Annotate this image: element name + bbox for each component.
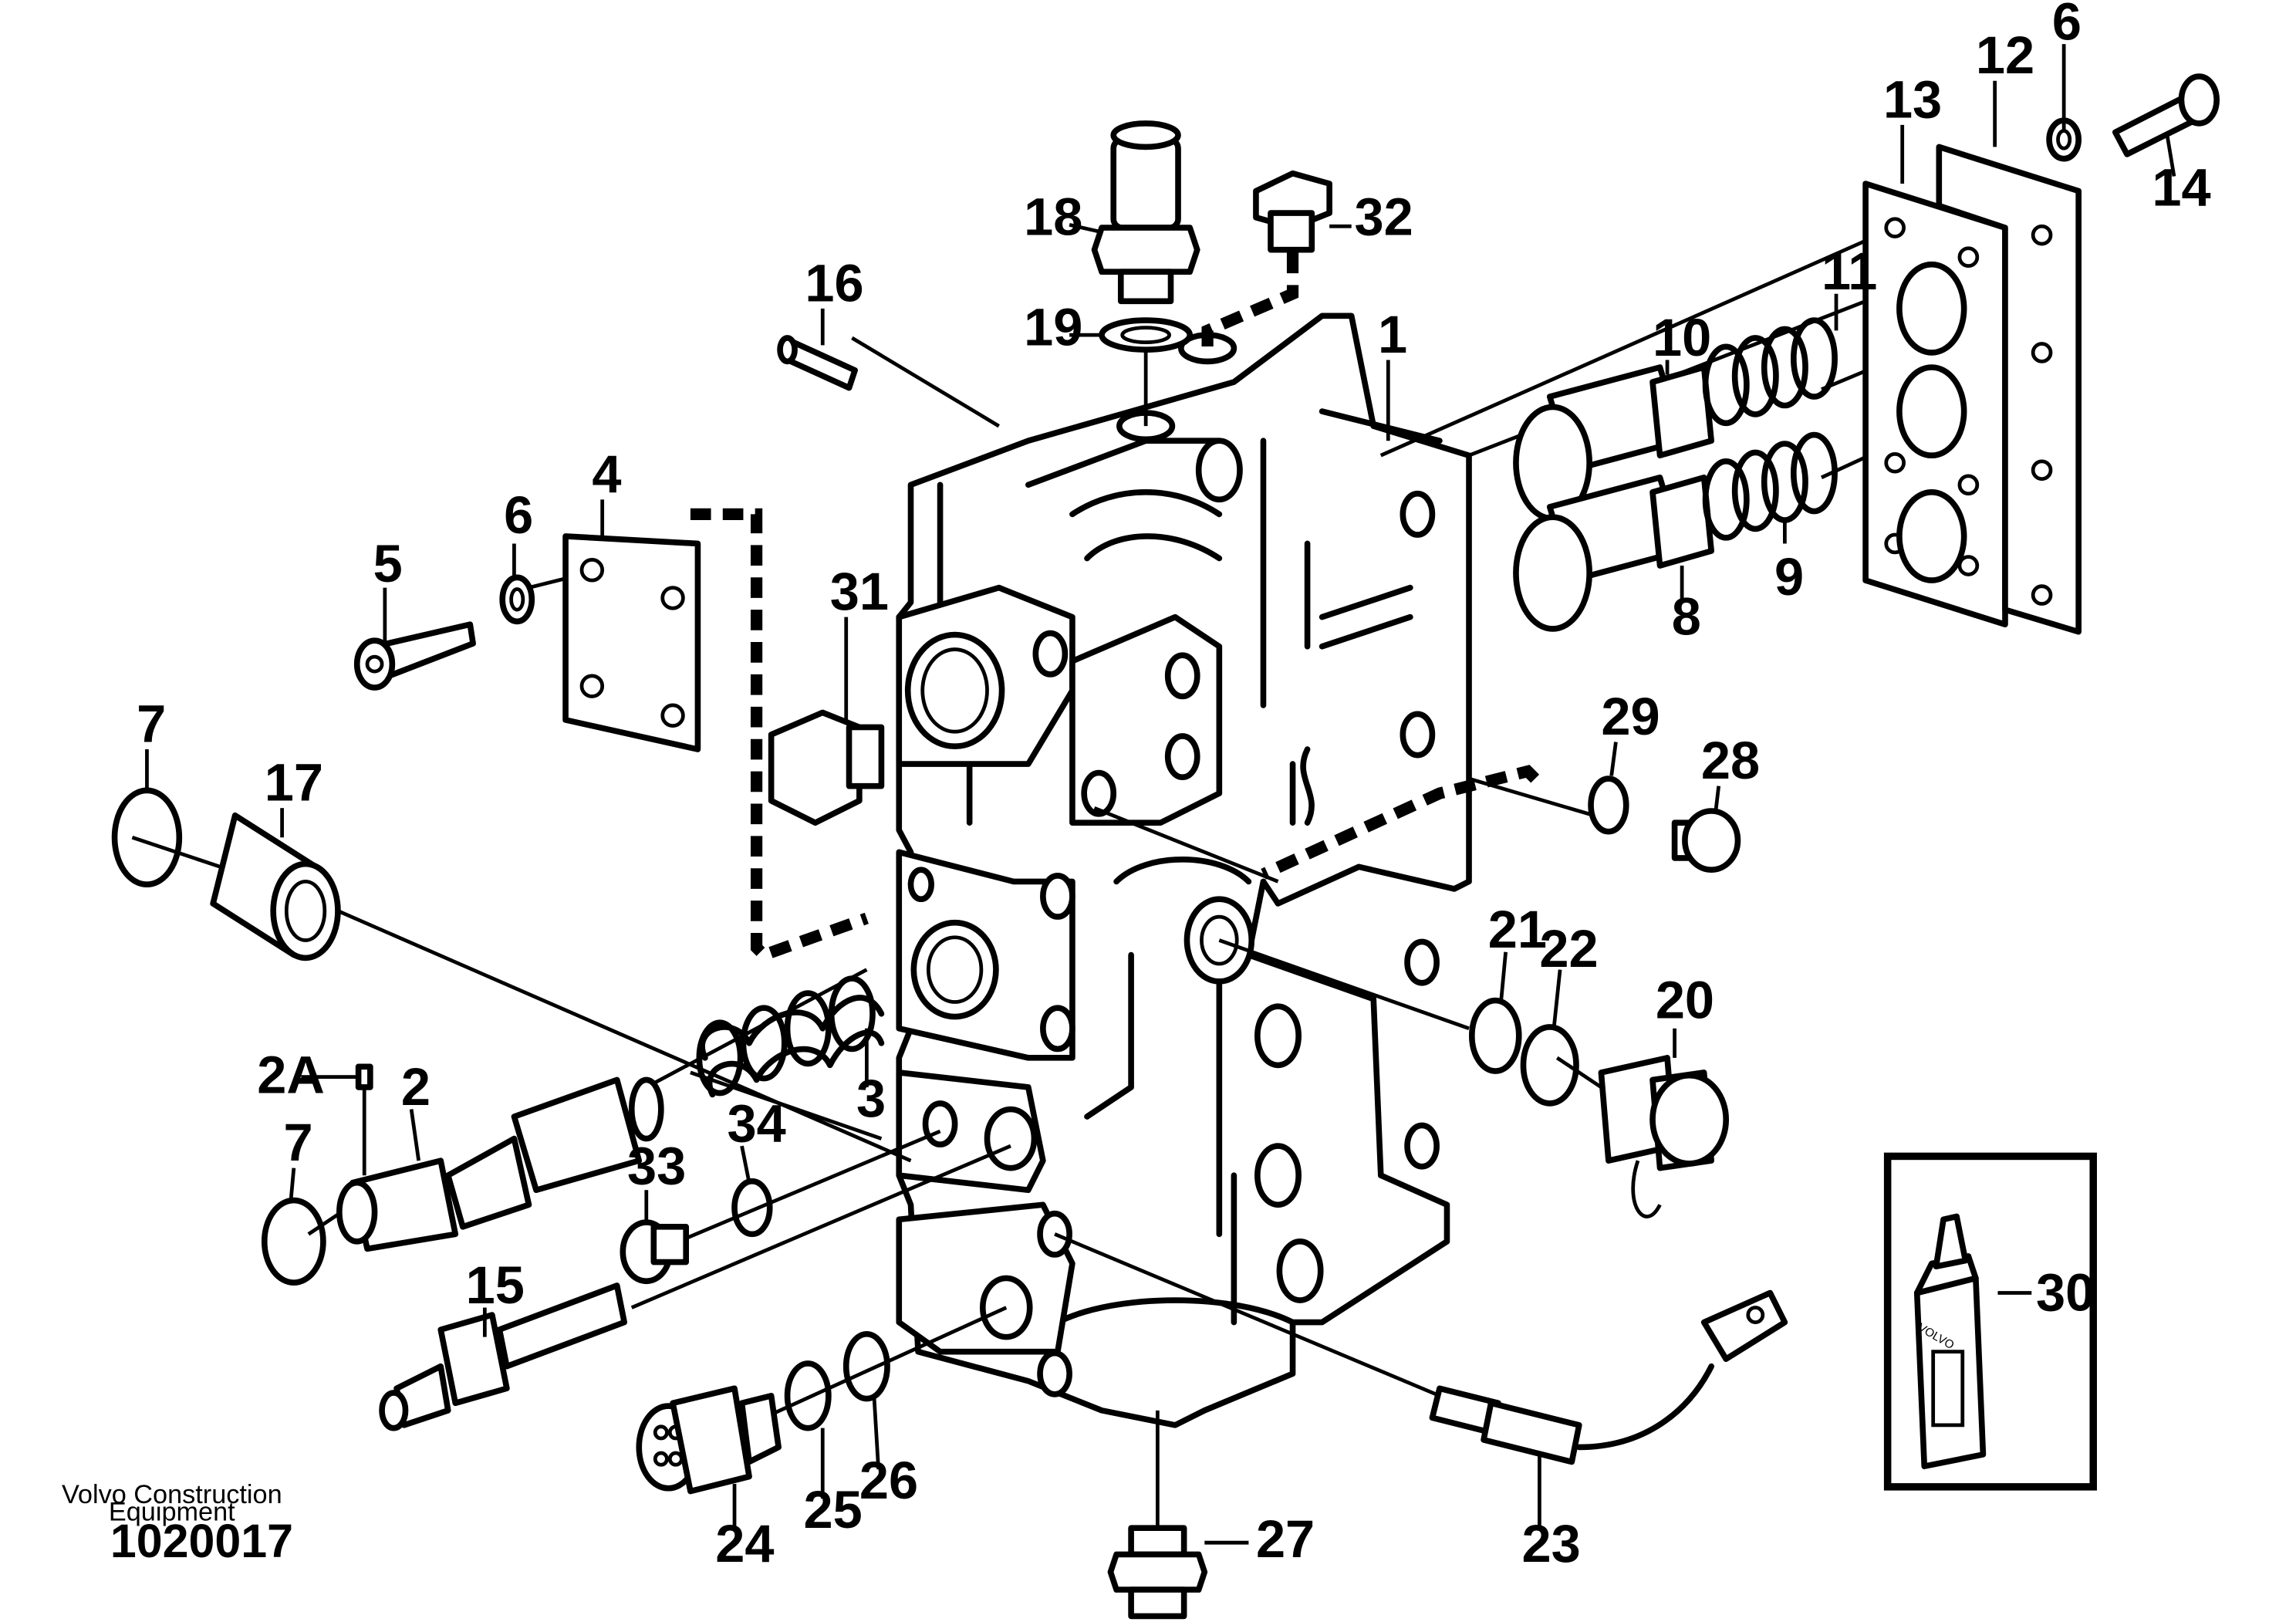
label-part-4: 4 xyxy=(592,444,621,504)
sealant-box-part-30: VOLVO xyxy=(1883,1152,2097,1491)
o-ring-part-21 xyxy=(1469,997,1522,1074)
footer: Volvo Construction Equipment 1020017 xyxy=(62,1480,293,1567)
label-part-23: 23 xyxy=(1522,1514,1581,1573)
label-part-13: 13 xyxy=(1883,69,1942,129)
valve-housing-part-1 xyxy=(896,313,1472,1428)
sensor-part-15 xyxy=(379,1282,628,1431)
o-ring-part-7-upper xyxy=(111,787,183,888)
label-part-31: 31 xyxy=(830,562,889,621)
label-part-25: 25 xyxy=(804,1480,863,1539)
label-part-20: 20 xyxy=(1656,970,1714,1029)
cover-plate-part-4 xyxy=(562,533,701,752)
label-part-29: 29 xyxy=(1601,687,1660,746)
sensor-part-24 xyxy=(636,1385,782,1495)
label-part-7-bottom: 7 xyxy=(284,1113,313,1172)
company-name-line1: Volvo Construction xyxy=(62,1480,282,1509)
label-part-1: 1 xyxy=(1378,305,1407,364)
piston-part-10 xyxy=(1513,364,1714,522)
plug-part-32 xyxy=(1253,170,1332,253)
label-part-8: 8 xyxy=(1672,587,1701,647)
washer-part-6-left xyxy=(499,574,535,625)
label-part-3: 3 xyxy=(856,1069,886,1128)
label-part-21: 21 xyxy=(1488,900,1547,959)
sensor-part-23 xyxy=(1429,1289,1788,1465)
nipple-part-18 xyxy=(1091,120,1200,305)
plug-part-31 xyxy=(768,709,885,826)
o-ring-part-7-lower xyxy=(261,1197,326,1286)
o-ring-part-29 xyxy=(1588,776,1629,835)
sleeve-part-17 xyxy=(210,812,341,961)
label-part-30: 30 xyxy=(2036,1262,2095,1322)
label-part-34: 34 xyxy=(728,1093,786,1153)
spring-part-11 xyxy=(1702,317,1838,427)
plug-part-28 xyxy=(1671,808,1741,873)
label-part-7-top: 7 xyxy=(137,694,166,754)
washer-part-19 xyxy=(1099,317,1194,353)
label-part-12: 12 xyxy=(1976,25,2034,85)
screw-part-14 xyxy=(2112,73,2220,157)
label-part-32: 32 xyxy=(1355,188,1413,247)
label-part-18: 18 xyxy=(1024,188,1082,247)
spool-part-2 xyxy=(336,1076,664,1252)
spring-part-9 xyxy=(1702,431,1838,541)
o-ring-part-26 xyxy=(842,1331,890,1402)
label-part-2a: 2A xyxy=(257,1046,325,1105)
label-part-11: 11 xyxy=(1822,242,1877,301)
pin-part-16 xyxy=(777,335,858,391)
label-part-15: 15 xyxy=(466,1255,525,1315)
o-ring-part-34 xyxy=(731,1178,773,1238)
label-part-27: 27 xyxy=(1256,1509,1315,1569)
drawing-number: 1020017 xyxy=(110,1515,293,1567)
label-part-17: 17 xyxy=(265,753,323,813)
o-ring-part-22 xyxy=(1520,1024,1579,1107)
pin-part-2a xyxy=(355,1063,373,1090)
label-part-24: 24 xyxy=(715,1514,774,1573)
spring-part-3 xyxy=(696,975,885,1098)
part-labels: 1 6 12 13 14 11 10 9 8 18 32 16 19 4 6 5… xyxy=(137,0,2211,1573)
label-part-5: 5 xyxy=(373,534,403,593)
plate-part-12 xyxy=(1936,144,2082,635)
label-part-19: 19 xyxy=(1024,297,1082,357)
label-part-2: 2 xyxy=(401,1057,430,1117)
o-ring-part-25 xyxy=(784,1360,832,1431)
leader-lines xyxy=(145,44,2176,1545)
plug-part-33 xyxy=(620,1219,690,1285)
label-part-28: 28 xyxy=(1701,731,1760,790)
screw-part-5 xyxy=(353,621,476,691)
label-part-16: 16 xyxy=(805,253,863,313)
gasket-part-13 xyxy=(1862,181,2008,628)
label-part-33: 33 xyxy=(627,1137,686,1196)
label-part-9: 9 xyxy=(1774,547,1804,607)
label-part-10: 10 xyxy=(1653,308,1711,367)
dashed-guides xyxy=(690,252,1540,962)
nipple-part-27 xyxy=(1107,1525,1208,1620)
label-part-22: 22 xyxy=(1539,919,1598,978)
coupling-part-20 xyxy=(1598,1055,1730,1218)
company-name-line2: Equipment xyxy=(109,1498,235,1527)
label-part-6-left: 6 xyxy=(504,485,533,545)
label-part-26: 26 xyxy=(859,1451,918,1510)
label-part-6-top: 6 xyxy=(2052,0,2082,51)
label-part-14: 14 xyxy=(2152,158,2210,218)
piston-part-8 xyxy=(1513,474,1714,632)
